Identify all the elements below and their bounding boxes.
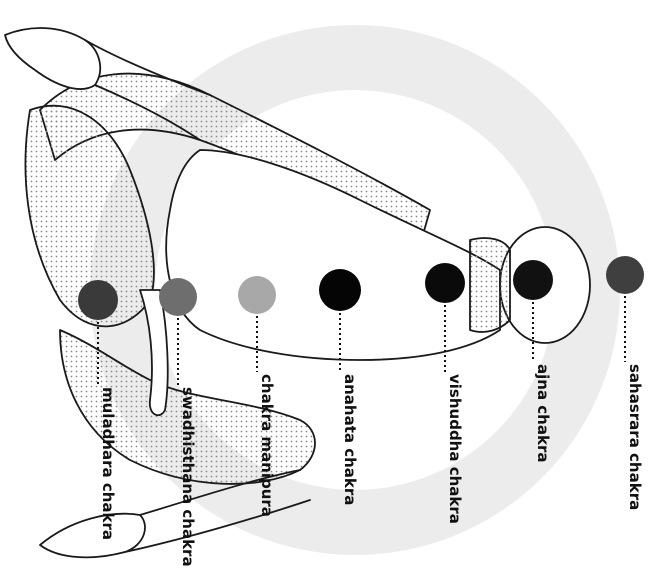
chakra-label: anahata chakra xyxy=(341,374,359,505)
chakra-dot xyxy=(238,276,276,314)
chakra-label: ajna chakra xyxy=(534,364,552,462)
chakra-label: swadhisthana chakra xyxy=(179,387,197,567)
chakra-label: sahasrara chakra xyxy=(626,364,644,510)
chakra-dot xyxy=(606,256,644,294)
chakra-label: chakra manipura xyxy=(258,374,276,517)
chakra-label: muladhara chakra xyxy=(99,387,117,540)
chakra-dot xyxy=(425,263,465,303)
chakra-dot xyxy=(78,280,118,320)
chakra-label: vishuddha chakra xyxy=(446,374,464,524)
neck-shading xyxy=(470,238,510,332)
upper-hand xyxy=(5,28,100,89)
chakra-dot xyxy=(159,278,197,316)
chakra-dot xyxy=(513,260,553,300)
chakra-dot xyxy=(319,269,361,311)
